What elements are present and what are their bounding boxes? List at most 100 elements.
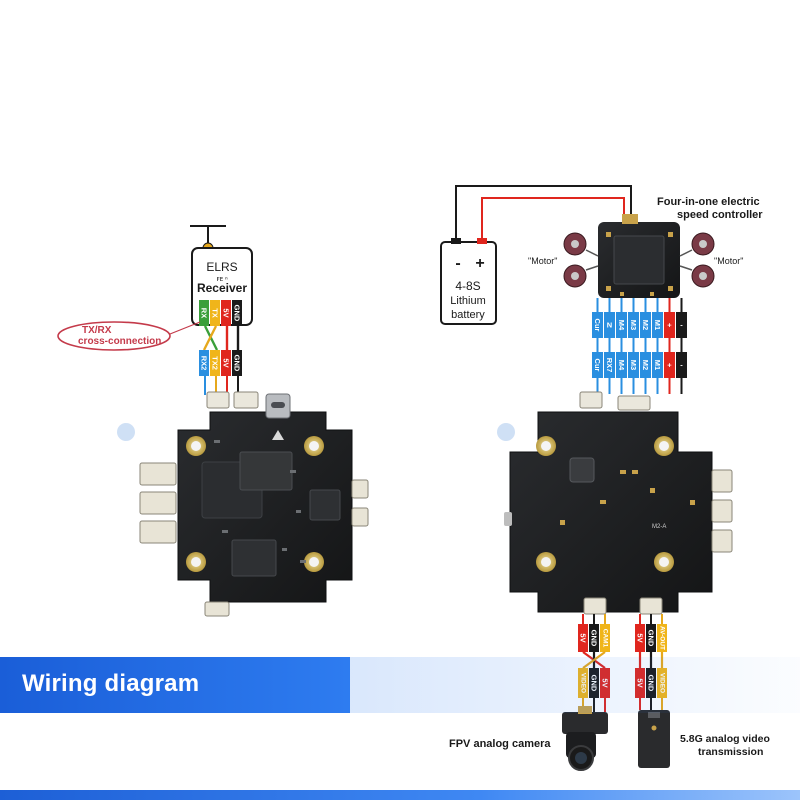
- pin-label: -: [680, 361, 683, 370]
- battery-type-1: Lithium: [450, 295, 485, 307]
- fc-board-top: [139, 391, 369, 617]
- pin-label: Cur: [593, 359, 602, 372]
- fc-connector-left-1: [139, 462, 177, 486]
- fc-vtx-wires: [639, 614, 663, 624]
- view-marker-right: [497, 423, 515, 441]
- pin-tag: [592, 352, 603, 378]
- fc-connector-top-1: [206, 391, 230, 409]
- pin-label: RX7: [605, 358, 614, 373]
- fc-camera-wires: [582, 614, 606, 624]
- pin-tag: [652, 312, 663, 338]
- vtx-label-1: 5.8G analog video: [680, 733, 770, 745]
- pin-label: 5V: [636, 633, 645, 642]
- fc-osd-chip: [231, 539, 277, 577]
- vtx-mid-wires: [638, 652, 664, 668]
- pin-tag: [589, 668, 599, 698]
- fc-connector-left-2: [139, 491, 177, 515]
- pin-label: M2: [641, 320, 650, 330]
- fc-board-bottom: M2-A: [504, 391, 733, 615]
- receiver-wires: [202, 325, 240, 351]
- receiver-title-1: ELRS: [206, 260, 237, 274]
- pin-label: 5V: [579, 633, 588, 642]
- pin-tag: [199, 300, 209, 326]
- pin-tag: [635, 668, 645, 698]
- pin-tag: [646, 668, 656, 698]
- fc-connector-top-2: [233, 391, 259, 409]
- pin-label: M1: [653, 320, 662, 330]
- motor-top-left-icon: [563, 232, 587, 256]
- pin-tag: [592, 312, 603, 338]
- motor-bottom-right-icon: [691, 264, 715, 288]
- battery-group: - + 4-8S Lithium battery: [440, 185, 632, 325]
- pin-label: M3: [629, 360, 638, 370]
- pin-tag: [635, 624, 645, 652]
- banner-fade: [350, 657, 800, 713]
- pin-tag: [616, 352, 627, 378]
- pin-label: GND: [590, 675, 599, 692]
- pin-label: RX: [200, 308, 209, 318]
- pin-tag: [604, 352, 615, 378]
- battery-voltage: 4-8S: [455, 279, 480, 293]
- fc-connector-right-1: [351, 479, 369, 499]
- fc2-connector-right-2: [711, 499, 733, 523]
- pin-label: GND: [647, 675, 656, 692]
- fc2-connector-bottom-2: [639, 597, 663, 615]
- battery-box: [440, 241, 497, 325]
- esc-group: Four-in-one electric speed controller "M…: [528, 196, 763, 394]
- pin-label: M4: [617, 320, 626, 331]
- pin-label: 5V: [636, 678, 645, 687]
- pin-tag: [210, 300, 220, 326]
- pin-label: -: [680, 321, 683, 330]
- view-marker-left: [117, 423, 135, 441]
- camera-pin-row: VIDEOGND5V: [578, 668, 610, 698]
- pin-tag: [589, 624, 599, 652]
- pin-label: GND: [233, 355, 242, 372]
- pin-tag: [652, 352, 663, 378]
- pin-label: TX: [211, 308, 220, 318]
- vtx-pin-row: 5VGNDVIDEO: [635, 668, 667, 698]
- pin-label: 5V: [601, 678, 610, 687]
- pin-tag: [676, 352, 687, 378]
- camera-cross-wires: [582, 651, 606, 669]
- pin-tag: [646, 624, 656, 652]
- pin-label: GND: [590, 630, 599, 647]
- pin-label: Cur: [593, 319, 602, 332]
- pin-label: TX2: [211, 356, 220, 370]
- pin-tag: [640, 352, 651, 378]
- pin-tag: [664, 312, 675, 338]
- pin-tag: [600, 624, 610, 652]
- pin-tag: [604, 312, 615, 338]
- pin-label: AV-OUT: [659, 626, 666, 650]
- fc2-inductor: [569, 457, 595, 483]
- pin-tag: [664, 352, 675, 378]
- battery-minus: -: [455, 255, 460, 272]
- pin-tag: [676, 312, 687, 338]
- fc2-connector-right-3: [711, 529, 733, 553]
- receiver-title-2: Receiver: [197, 281, 247, 295]
- receiver-logo: ꜰᴇ ⁿ: [216, 276, 228, 283]
- pin-tag: [640, 312, 651, 338]
- fc-flash-chip: [239, 451, 293, 491]
- battery-plus: +: [475, 255, 484, 272]
- fc2-connector-top-1: [579, 391, 603, 409]
- pin-label: CAM1: [602, 629, 609, 648]
- fpv-camera-icon: [562, 706, 608, 771]
- fc-direction-arrow-icon: [272, 430, 284, 440]
- pin-tag: [232, 300, 242, 326]
- battery-type-2: battery: [451, 309, 485, 321]
- pin-tag: [221, 300, 231, 326]
- pin-label: GND: [647, 630, 656, 647]
- note-line-2: cross-connection: [78, 336, 161, 347]
- fc-connector-bottom: [204, 601, 230, 617]
- pin-tag: [628, 312, 639, 338]
- fc-connector-right-2: [351, 507, 369, 527]
- pin-tag: [657, 624, 667, 652]
- esc-to-fc-wires: [596, 378, 683, 394]
